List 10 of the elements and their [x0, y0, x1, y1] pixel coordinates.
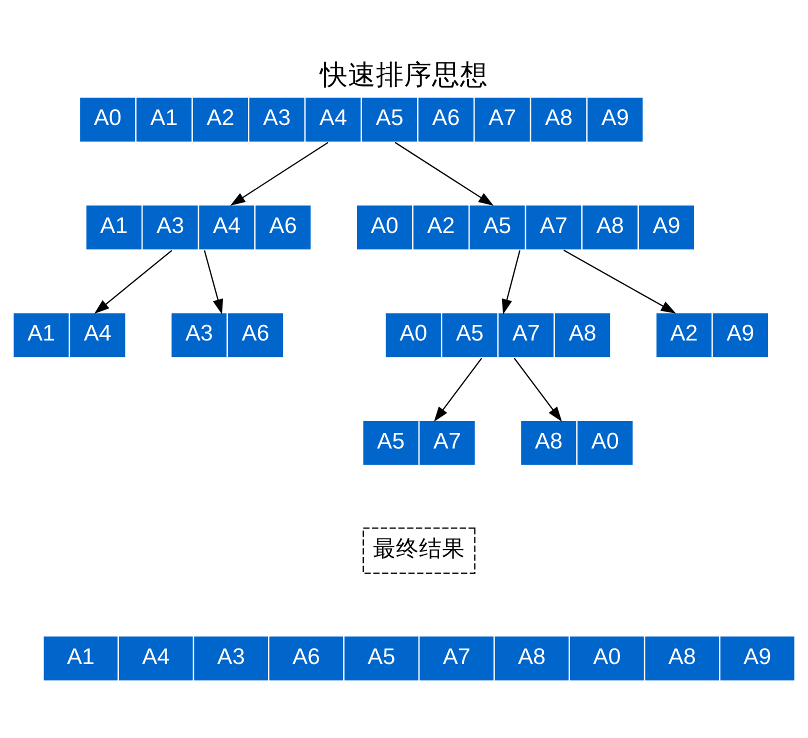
- diagram-title: 快速排序思想: [320, 59, 488, 90]
- arrow: [394, 142, 494, 206]
- arrow: [502, 250, 520, 314]
- node-box: 最终结果: [362, 528, 476, 574]
- arrow: [94, 250, 172, 314]
- arrow: [563, 250, 676, 314]
- arrow: [230, 142, 328, 206]
- arrow: [204, 250, 224, 314]
- arrow: [514, 358, 562, 422]
- arrow: [434, 358, 482, 422]
